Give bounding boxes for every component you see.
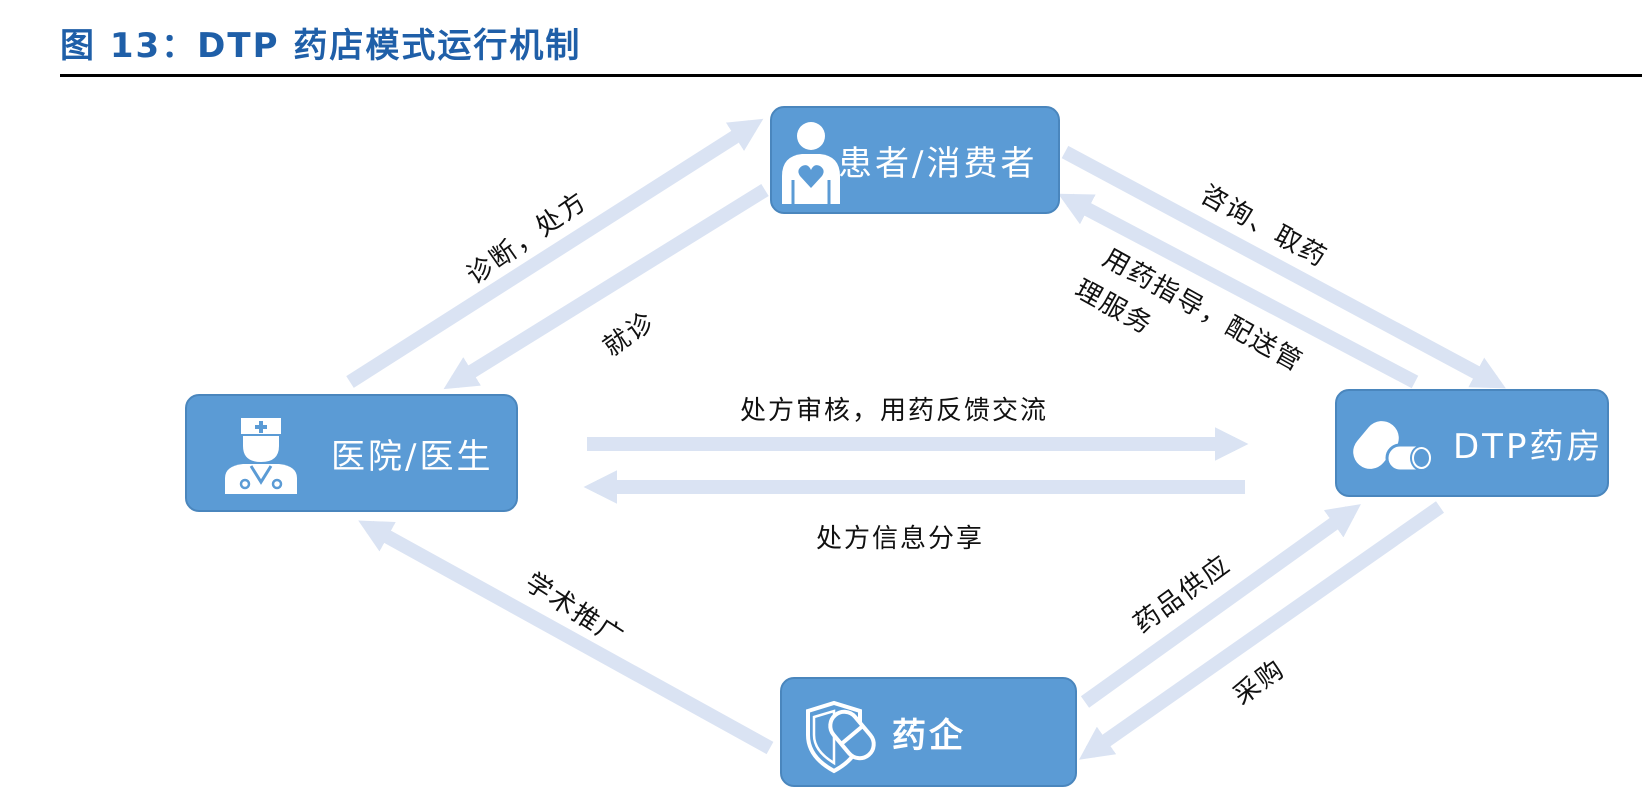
node-pharmacy: DTP药房 <box>1335 389 1609 497</box>
hospital-label: 医院/医生 <box>331 436 494 477</box>
shield-pill-icon <box>806 700 876 774</box>
arrow-pharma-to-hospital <box>358 520 774 755</box>
arrow-pharma-to-pharmacy <box>1080 504 1361 708</box>
arrow-hospital-to-patient <box>346 118 764 388</box>
doctor-icon <box>225 418 297 494</box>
arrow-pharmacy-to-pharma <box>1078 501 1445 760</box>
patient-label: 患者/消费者 <box>838 143 1038 184</box>
pills-icon <box>1353 421 1435 473</box>
edge-label-review: 处方审核，用药反馈交流 <box>740 396 1049 426</box>
figure-title: 图 13：DTP 药店模式运行机制 <box>60 26 582 66</box>
title-divider <box>60 74 1642 77</box>
node-hospital: 医院/医生 <box>185 394 518 512</box>
patient-icon <box>782 122 840 204</box>
arrow-patient-to-pharmacy <box>1061 145 1506 389</box>
pharmacy-label: DTP药房 <box>1453 426 1604 467</box>
arrow-pharmacy-to-patient <box>1058 193 1419 389</box>
pharma-label: 药企 <box>892 715 966 756</box>
arrow-patient-to-hospital <box>443 184 769 390</box>
node-patient: 患者/消费者 <box>770 106 1060 214</box>
edge-label-share: 处方信息分享 <box>816 524 985 554</box>
node-pharma: 药企 <box>780 677 1077 787</box>
